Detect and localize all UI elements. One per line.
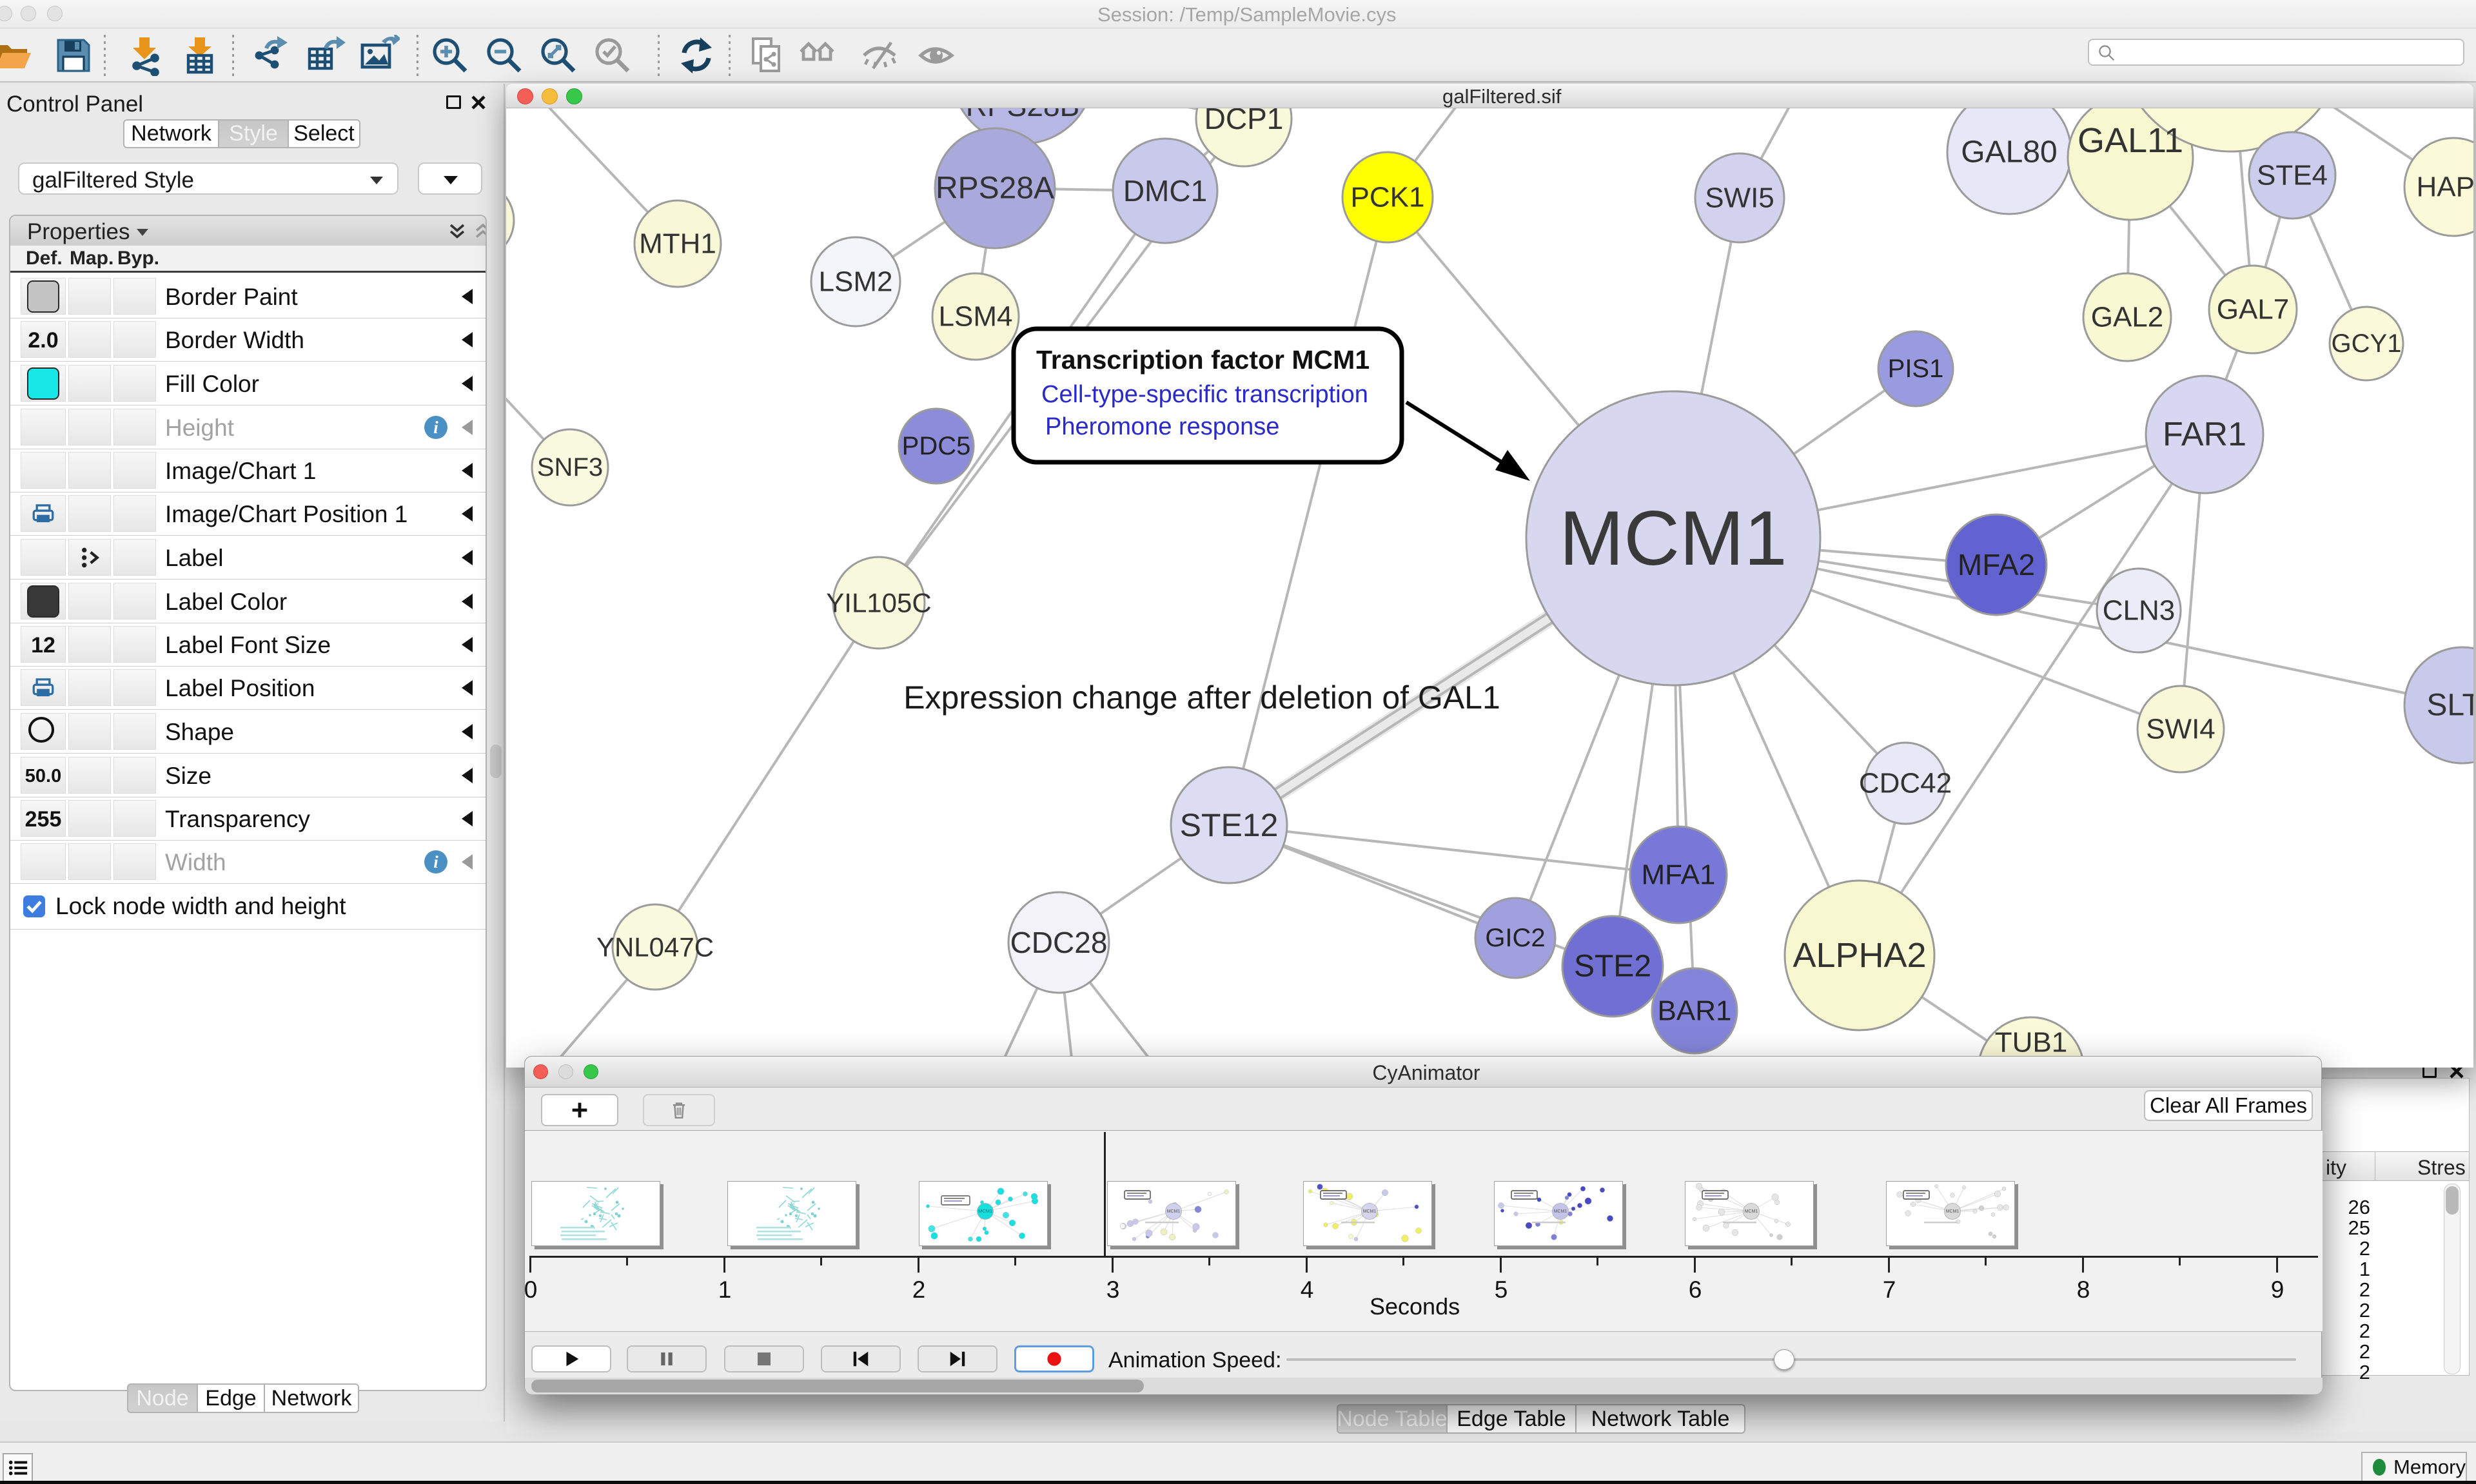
svg-text:PCK1: PCK1 <box>1351 182 1425 213</box>
svg-text:MCM1: MCM1 <box>1167 1209 1181 1214</box>
svg-text:FAR1: FAR1 <box>2163 416 2246 453</box>
svg-text:DMC1: DMC1 <box>1123 174 1207 208</box>
svg-text:GAL80: GAL80 <box>1961 135 2057 170</box>
svg-text:MCM1: MCM1 <box>1363 1209 1377 1214</box>
svg-text:MFA1: MFA1 <box>1642 859 1716 891</box>
svg-text:MCM1: MCM1 <box>1946 1209 1960 1214</box>
svg-text:RPS28B: RPS28B <box>966 108 1079 122</box>
svg-text:GAL2: GAL2 <box>2091 302 2164 333</box>
svg-text:YNL047C: YNL047C <box>596 932 714 962</box>
svg-text:MCM1: MCM1 <box>978 1208 992 1214</box>
svg-text:SNF3: SNF3 <box>537 453 603 482</box>
svg-text:GIC2: GIC2 <box>1485 924 1545 952</box>
svg-text:Pheromone response: Pheromone response <box>1045 413 1279 440</box>
svg-text:PIS1: PIS1 <box>1888 355 1944 383</box>
svg-text:ALPHA2: ALPHA2 <box>1793 936 1926 975</box>
svg-text:STE4: STE4 <box>2257 160 2328 191</box>
svg-text:BAR1: BAR1 <box>1658 995 1732 1027</box>
svg-text:TUB1: TUB1 <box>1995 1027 2067 1059</box>
svg-text:Cell-type-specific transcripti: Cell-type-specific transcription <box>1041 381 1368 408</box>
svg-text:MTH1: MTH1 <box>639 228 716 260</box>
svg-text:CDC28: CDC28 <box>1010 926 1108 959</box>
svg-text:GAL11: GAL11 <box>2078 121 2183 160</box>
svg-text:CLN3: CLN3 <box>2103 595 2176 627</box>
svg-text:CDC42: CDC42 <box>1859 768 1952 799</box>
svg-text:SWI4: SWI4 <box>2146 714 2216 745</box>
svg-text:RPS28A: RPS28A <box>936 171 1054 206</box>
svg-text:PDC5: PDC5 <box>902 432 971 460</box>
svg-text:MCM1: MCM1 <box>1745 1209 1758 1214</box>
svg-text:DCP1: DCP1 <box>1204 108 1284 135</box>
svg-text:Transcription factor MCM1: Transcription factor MCM1 <box>1036 345 1370 375</box>
svg-text:MFA2: MFA2 <box>1958 548 2035 581</box>
svg-text:LSM2: LSM2 <box>819 266 893 298</box>
svg-text:GAL7: GAL7 <box>2217 294 2290 326</box>
svg-text:Expression change after deleti: Expression change after deletion of GAL1 <box>903 679 1500 716</box>
svg-text:LSM4: LSM4 <box>939 301 1013 333</box>
svg-text:STE12: STE12 <box>1180 807 1279 843</box>
svg-text:STE2: STE2 <box>1574 950 1651 984</box>
svg-text:MCM1: MCM1 <box>1554 1209 1567 1214</box>
svg-text:YIL105C: YIL105C <box>826 588 931 618</box>
svg-text:SLT2: SLT2 <box>2426 688 2473 723</box>
svg-text:MCM1: MCM1 <box>1559 495 1787 581</box>
svg-text:SWI5: SWI5 <box>1705 182 1774 214</box>
svg-text:HAP2: HAP2 <box>2417 171 2473 203</box>
svg-text:GCY1: GCY1 <box>2332 329 2402 358</box>
